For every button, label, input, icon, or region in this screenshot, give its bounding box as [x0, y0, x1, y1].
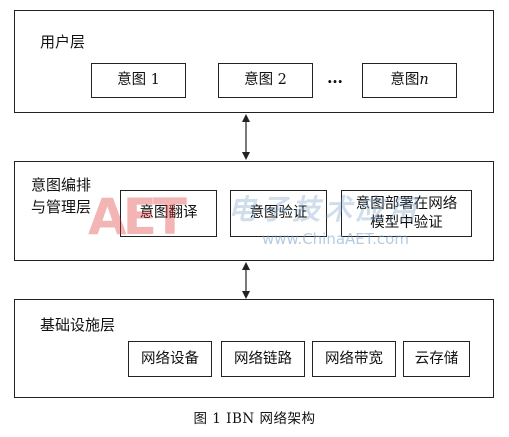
network-link-box: 网络链路 [221, 341, 305, 377]
intent-n-box: 意图n [362, 63, 457, 98]
cloud-storage-box: 云存储 [403, 341, 470, 377]
intent-deploy-verify-box: 意图部署在网络 模型中验证 [341, 190, 472, 237]
network-bandwidth-box: 网络带宽 [312, 341, 396, 377]
intent-n-label: 意图n [390, 72, 429, 88]
double-arrow-bottom [242, 262, 250, 299]
intent-verification-box: 意图验证 [230, 190, 327, 237]
intent-ellipsis: … [327, 68, 344, 87]
intent-translation-box: 意图翻译 [120, 190, 217, 237]
intent-2-box: 意图 2 [218, 63, 313, 98]
infrastructure-layer-title: 基础设施层 [40, 316, 116, 334]
double-arrow-top [242, 114, 250, 160]
management-layer-title: 意图编排 与管理层 [31, 176, 92, 216]
user-layer-title: 用户层 [40, 33, 86, 51]
network-device-box: 网络设备 [128, 341, 212, 377]
intent-1-box: 意图 1 [91, 63, 186, 98]
figure-caption: 图 1 IBN 网络架构 [193, 411, 316, 427]
